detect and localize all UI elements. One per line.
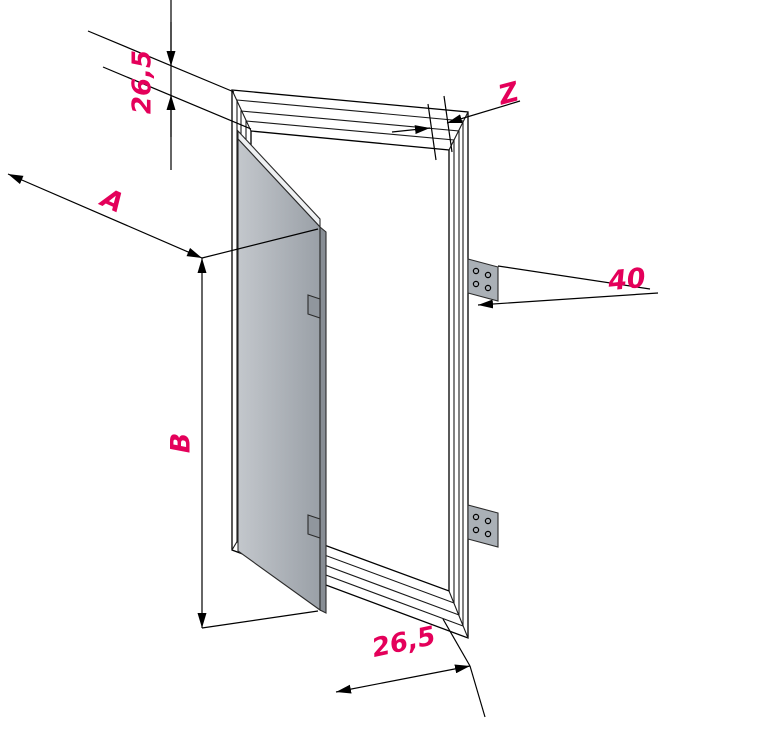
door-latch-top [307,294,321,319]
mitre-top-right [448,111,469,151]
bracket-top-hole-2 [484,271,492,279]
mitre-top-left [231,89,252,132]
dim-width [7,173,203,259]
mounting-bracket-top [467,258,499,302]
dim-label-bracket-length: 40 [606,263,648,298]
dim-profile-gap [391,95,521,161]
mitre-bottom-right [448,590,469,639]
door-latch-bottom [307,514,321,539]
dim-label-top-depth: 26,5 [128,50,158,114]
door-free-edge [319,225,327,614]
bracket-bottom-hole-1 [472,513,480,521]
dim-label-bottom-depth: 26,5 [369,621,438,664]
bracket-top-hole-1 [472,267,480,275]
bracket-bottom-hole-4 [484,530,492,538]
bracket-top-hole-4 [484,284,492,292]
bracket-top-body [467,258,499,302]
dimension-lines [7,0,659,718]
bracket-bottom-hole-3 [472,526,480,534]
bracket-bottom-hole-2 [484,517,492,525]
mounting-bracket-bottom [467,504,499,548]
door-panel [237,129,327,614]
dim-bottom-depth [335,618,486,718]
dim-bracket-length [477,265,659,309]
bracket-bottom-body [467,504,499,548]
dim-top-depth [87,0,252,170]
dim-label-height: B [166,433,197,454]
bracket-top-hole-3 [472,280,480,288]
dim-label-profile-gap: Z [494,76,522,111]
dim-height [197,228,319,629]
